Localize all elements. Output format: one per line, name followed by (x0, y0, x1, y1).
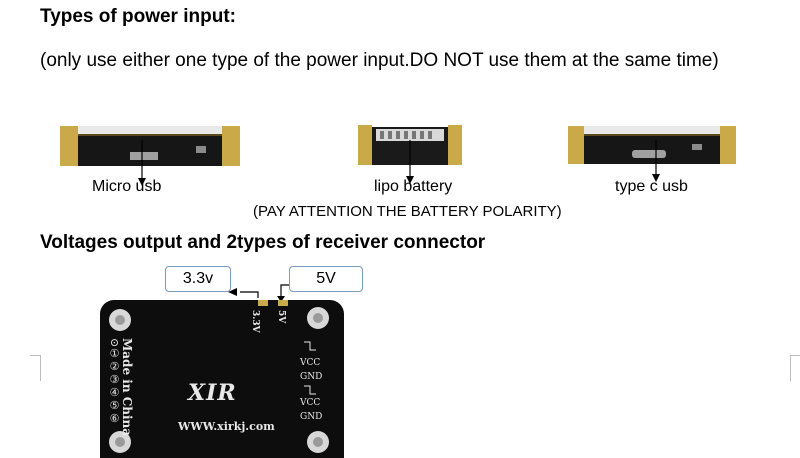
micro-usb-label: Micro usb (92, 178, 161, 196)
board-pin-5v: 5V (276, 310, 286, 324)
board-vcc-1: VCC (300, 358, 321, 368)
lipo-battery-text: lipo battery (374, 178, 453, 195)
voltage-3v3-box: 3.3v (165, 266, 231, 292)
page-margin-mark-right (790, 355, 800, 381)
type-c-usb-label: type c usb (615, 178, 688, 196)
page-title: Types of power input: (40, 6, 236, 27)
micro-usb-text: Micro usb (92, 178, 162, 195)
voltage-5v-box: 5V (289, 266, 363, 292)
power-input-warning: (only use either one type of the power i… (40, 50, 719, 71)
receiver-board-image: 3.3V 5V Made in China ⊙①②③④⑤⑥ XIR WWW.xi… (100, 300, 344, 458)
micro-usb-board-image (60, 126, 240, 166)
board-vcc-2: VCC (300, 398, 321, 408)
board-made-in-china: Made in China (120, 338, 134, 437)
type-c-usb-text: type c usb (615, 178, 688, 195)
board-gnd-1: GND (300, 372, 323, 382)
board-gnd-2: GND (300, 412, 323, 422)
page-margin-mark-left (30, 355, 41, 381)
board-logo: XIR (188, 380, 237, 406)
lipo-battery-label: lipo battery (374, 178, 452, 196)
board-screws (109, 300, 329, 453)
type-c-board-image (568, 126, 736, 164)
board-website: WWW.xirkj.com (178, 420, 275, 433)
battery-polarity-note: (PAY ATTENTION THE BATTERY POLARITY) (253, 203, 562, 220)
board-pin-3v3: 3.3V (250, 310, 260, 333)
voltage-section-title: Voltages output and 2types of receiver c… (40, 232, 486, 253)
board-channel-numbers: ⊙①②③④⑤⑥ (108, 338, 121, 426)
